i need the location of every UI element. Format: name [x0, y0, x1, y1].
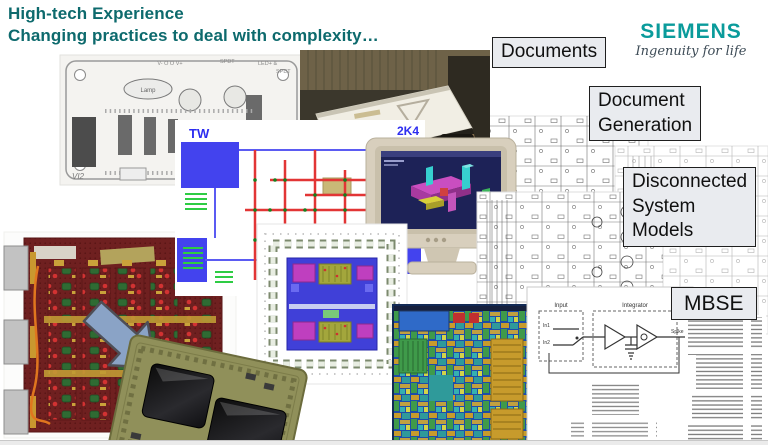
mbse-block-diagram-image: Input In1 In2 Integrator Spike — [526, 286, 694, 445]
diagram-label-spike: Spike — [671, 329, 684, 335]
callout-documents: Documents — [492, 37, 607, 68]
title-line-1: High-tech Experience — [8, 4, 184, 23]
vhdl-code-column-image — [686, 315, 766, 445]
layout-label-2k4: 2K4 — [397, 124, 419, 138]
pcb-label-led: LED+ & — [258, 61, 277, 67]
title-line-2: Changing practices to deal with complexi… — [8, 25, 379, 45]
slide-title: High-tech Experience Changing practices … — [8, 3, 379, 47]
callout-disconnected-system-models: Disconnected System Models — [623, 167, 757, 248]
siemens-wordmark: SIEMENS — [640, 20, 742, 43]
pcb-label-lamp: Lamp — [140, 88, 156, 94]
callout-document-generation: Document Generation — [589, 86, 702, 142]
callout-mbse: MBSE — [671, 287, 757, 321]
siemens-tagline: Ingenuity for life — [635, 44, 747, 59]
pcb-label-header: V- O O V+ — [157, 61, 182, 67]
ic-layout-pads-image — [256, 223, 408, 385]
edge-connectors — [3, 245, 36, 435]
pcb-label-spdt: SPDT — [220, 59, 235, 65]
callout-dsm-line-1: Disconnected — [632, 171, 748, 192]
capacitor-ground-icon — [625, 337, 637, 360]
diagram-label-in2: In2 — [543, 340, 550, 346]
slide-bottom-strip — [0, 440, 768, 445]
pcb-label-vi2: VI2 — [72, 172, 85, 181]
callout-docgen-line-2: Generation — [598, 114, 693, 136]
pcb-label-spdt2: SPDT — [276, 69, 291, 75]
diagram-label-input: Input — [554, 303, 568, 309]
callout-docgen-line-1: Document — [598, 90, 685, 111]
callout-dsm-line-2: System — [632, 195, 696, 217]
diagram-label-integrator: Integrator — [622, 303, 648, 309]
diagram-label-in1: In1 — [543, 323, 550, 329]
siemens-logo: SIEMENS Ingenuity for life — [616, 20, 766, 59]
callout-mbse-line: MBSE — [684, 292, 744, 315]
set-square-icon — [396, 98, 431, 128]
vhdl-code-block-2 — [571, 421, 657, 439]
chip-die-photo-image — [392, 304, 533, 445]
callout-documents-line: Documents — [501, 41, 598, 62]
layout-label-tw: TW — [189, 126, 210, 141]
modern-chip-photo-image — [107, 334, 308, 445]
callout-dsm-line-3: Models — [632, 220, 694, 242]
opamp-icon — [604, 323, 627, 351]
vhdl-code-block — [585, 383, 639, 415]
